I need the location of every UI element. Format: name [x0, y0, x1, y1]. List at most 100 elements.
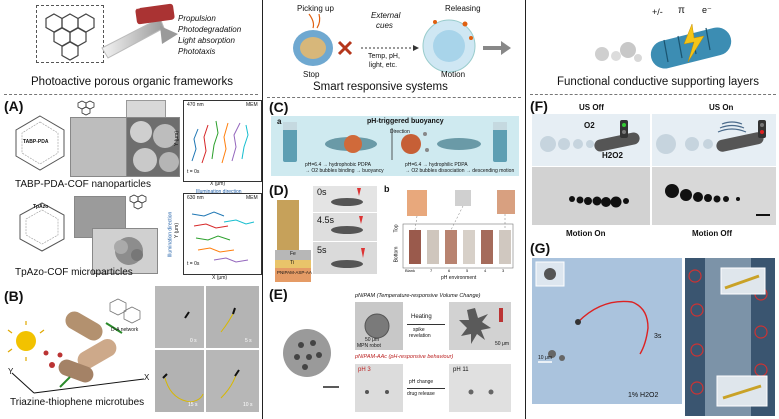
da-network-label: D-A network [111, 327, 139, 333]
tpazo-sem-2 [92, 228, 158, 274]
ph-tick-blank: Blank [405, 268, 416, 273]
revelation-label: revelation [409, 333, 431, 339]
microtube-illustration [7, 298, 145, 394]
property-phototaxis: Phototaxis [178, 47, 216, 56]
plot1-start-time: t = 0s [187, 169, 200, 175]
sub-label-b: b [384, 184, 390, 194]
panel-label-g: (G) [530, 240, 551, 256]
trajectory-plot-630 [183, 193, 262, 275]
motion-on-bubbles [569, 196, 629, 208]
caption-tpazo-cof: TpAzo-COF microparticles [15, 267, 133, 278]
heating-label: Heating [411, 314, 432, 320]
column-divider-left [262, 0, 263, 419]
ph-tick-7: 7 [430, 268, 433, 273]
panel2-separator [267, 97, 521, 98]
panel-photoactive-frameworks: Photo Propulsion Photodegradation Light … [0, 0, 262, 419]
plot1-xlabel: X (μm) [210, 181, 226, 187]
ph-vials-figure [401, 186, 519, 278]
panel-label-f: (F) [530, 98, 548, 114]
trajectory-lines-470 [191, 120, 249, 164]
plot2-xlabel: X (μm) [212, 275, 228, 281]
ph-buoyancy-graphic [283, 122, 507, 162]
cargo-delivery-diagram [293, 13, 511, 73]
tpazo-flower-particle [114, 237, 143, 265]
motion-off-bubbles [665, 184, 770, 216]
electrode-strip-frame [685, 258, 775, 416]
frame-time-5s: 5 s [245, 338, 252, 344]
mpn-spiky-graphic [459, 308, 503, 344]
us-on-graphic [656, 120, 766, 154]
symbol-electron: e⁻ [702, 5, 712, 15]
ph-buoyancy-figure [271, 116, 519, 176]
motion-on-label: Motion On [566, 229, 606, 238]
ph-tick-4: 4 [484, 268, 487, 273]
microtube-frame-15s [155, 350, 204, 412]
tabp-pda-structure-icon [15, 115, 65, 171]
panel-label-e: (E) [269, 286, 288, 302]
frame-time-15s: 15 s [188, 402, 198, 408]
frame-d-5s [313, 242, 377, 274]
panel3-separator [530, 94, 776, 95]
h2o2-concentration-label: 1% H2O2 [628, 392, 659, 399]
stop-label: Stop [303, 70, 320, 79]
photo-arrow-graphic [101, 3, 178, 59]
plot2-corner: MEM [246, 195, 258, 201]
panel-label-d: (D) [269, 182, 289, 198]
panel-smart-responsive: Picking up Stop External cues Temp, pH, … [263, 0, 525, 419]
column-divider-right [525, 0, 526, 419]
ph11-label: pH 11 [453, 367, 469, 373]
tpazo-label: TpAzo [33, 204, 49, 210]
plot2-start-time: t = 0s [187, 261, 200, 267]
pnipam-label: pNIPAM (Temperature-responsive Volume Ch… [355, 293, 481, 299]
layer-pnipam-label: PNIPAM-ASP-AA [277, 270, 312, 275]
plot1-corner: MEM [246, 102, 258, 108]
panel3-header: Functional conductive supporting layers [557, 76, 760, 88]
ph-tick-5: 5 [466, 268, 469, 273]
us-off-label: US Off [579, 103, 604, 112]
layer-ti-label: Ti [290, 260, 294, 266]
buoyancy-line4: → O2 bubbles dissociation → descending m… [405, 168, 515, 174]
ph3-frame [355, 364, 403, 412]
sub-label-a: a [277, 117, 282, 126]
plot2-illumination: Illumination direction [167, 211, 174, 258]
axis-x-label: X [144, 373, 150, 382]
us-on-illustration [652, 114, 776, 166]
us-on-label: US On [709, 103, 734, 112]
frame-d-graphics [331, 188, 365, 268]
scale-bar-1: 50 μm [365, 337, 379, 343]
mpn-after-heating [449, 302, 511, 350]
layer-fe-label: Fe [290, 251, 296, 257]
us-off-illustration [532, 114, 650, 166]
mpn-smooth-graphic [364, 313, 390, 339]
scale-bar-2: 50 μm [495, 341, 509, 347]
conductive-tube-illustration [595, 23, 732, 69]
panel-label-a: (A) [4, 98, 24, 114]
panel1-header: Photoactive porous organic frameworks [31, 76, 233, 88]
caption-tabp-pda-cof: TABP-PDA-COF nanoparticles [15, 179, 151, 190]
motion-off-frame [652, 167, 776, 225]
frame-time-0s: 0 s [190, 338, 197, 344]
electrode-strip-graphic [685, 258, 775, 416]
hexagon-lattice-icon [45, 13, 95, 61]
ph-tick-6: 6 [448, 268, 451, 273]
panel-label-b: (B) [4, 288, 24, 304]
external-cues-line1: External [371, 11, 401, 20]
external-cues-line4: light, etc. [369, 62, 398, 69]
symbol-pi: π [678, 5, 685, 16]
vials-top-label: Top [393, 224, 400, 233]
layer-pnipam [275, 268, 311, 282]
plot2-ylabel: Y (μm) [174, 222, 181, 239]
small-lattice-icon-2 [129, 194, 147, 210]
property-propulsion: Propulsion [178, 14, 216, 23]
microtube-tracks [162, 307, 240, 403]
panel2-header: Smart responsive systems [313, 81, 448, 93]
tabp-sem-main [126, 117, 180, 177]
plot1-illumination: Illumination direction [196, 189, 242, 195]
layer-fe [275, 250, 311, 260]
trajectory-graphic-g [535, 261, 649, 363]
mpn-before-heating [355, 302, 403, 350]
frame-time-10s: 10 s [243, 402, 253, 408]
panel-label-c: (C) [269, 99, 289, 115]
microtube-frame-10s [206, 350, 259, 412]
motion-on-frame [532, 167, 650, 225]
